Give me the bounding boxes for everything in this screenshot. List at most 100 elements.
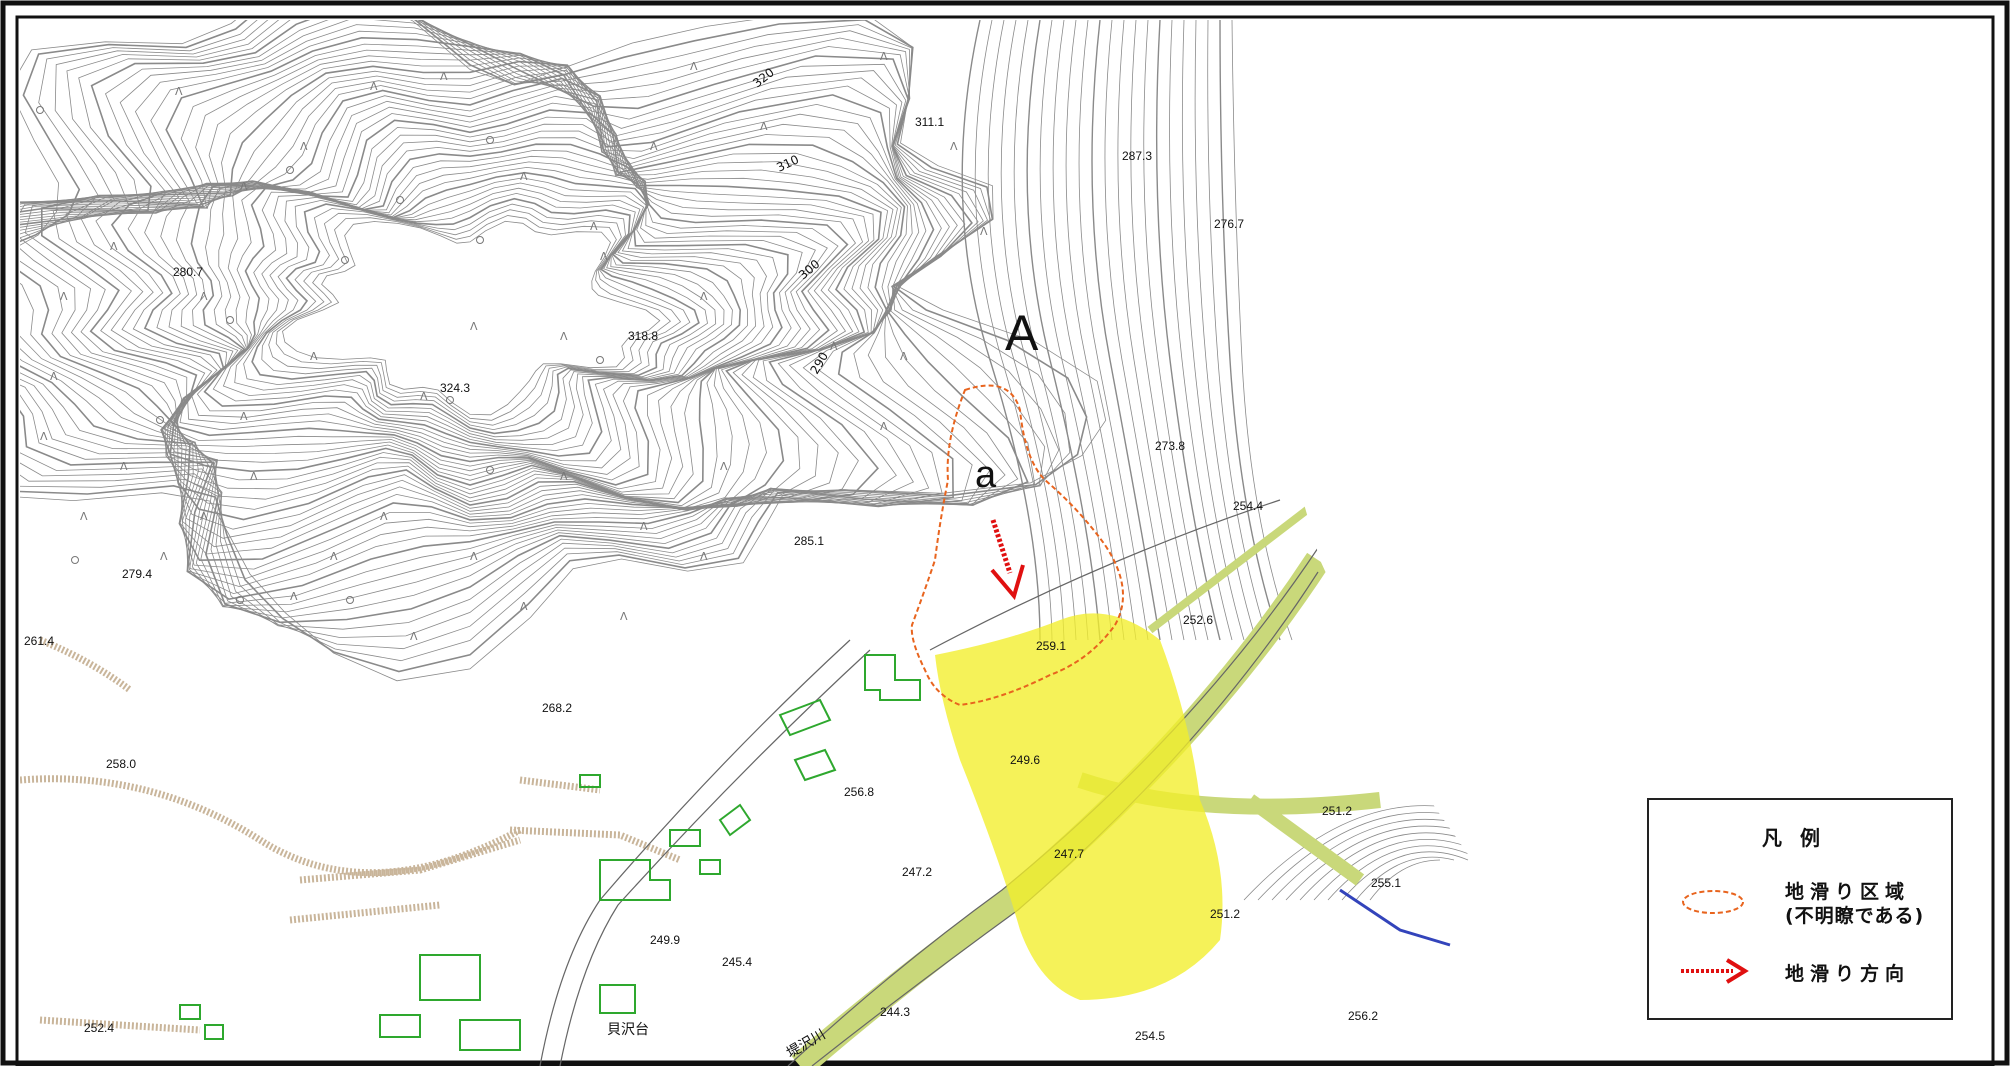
tree-symbol-icon: Λ — [50, 370, 58, 383]
tree-symbol-icon: Λ — [600, 250, 608, 263]
elevation-label: 261.4 — [24, 634, 54, 648]
hazard-zone — [935, 613, 1223, 1000]
broadleaf-symbol-icon — [36, 106, 44, 114]
elevation-label: 276.7 — [1214, 217, 1244, 231]
contour-line — [20, 20, 1046, 638]
contour-line — [1169, 20, 1233, 641]
tree-symbol-icon: Λ — [880, 50, 888, 63]
contour-line — [268, 209, 682, 426]
broadleaf-symbol-icon — [156, 416, 164, 424]
terrace-lines — [20, 636, 682, 1034]
tree-symbol-icon: Λ — [200, 290, 208, 303]
landslide-direction-symbol — [1681, 958, 1749, 984]
contour-line — [24, 73, 889, 530]
legend-row-direction: 地滑り方向 — [1649, 952, 1951, 992]
tree-symbol-icon: Λ — [60, 290, 68, 303]
map-symbols: ΛΛΛΛΛΛΛΛΛΛΛΛΛΛΛΛΛΛΛΛΛΛΛΛΛΛΛΛΛΛΛΛΛΛΛΛΛΛΛΛ… — [36, 50, 988, 643]
elevation-label: 279.4 — [122, 567, 152, 581]
contour-line — [1231, 20, 1293, 641]
contour-line — [20, 30, 973, 604]
broadleaf-symbol-icon — [486, 136, 494, 144]
contour-line — [20, 67, 898, 548]
contour-line — [1104, 20, 1173, 641]
elevation-label: 255.1 — [1371, 876, 1401, 890]
legend-title: 凡例 — [1762, 826, 1838, 850]
elevation-label: 258.0 — [106, 757, 136, 771]
legend-zone-text: 地滑り区域 — [1785, 881, 1911, 903]
elevation-label: 268.2 — [542, 701, 572, 715]
contour-line — [20, 49, 930, 588]
broadleaf-symbol-icon — [286, 166, 294, 174]
contour-line — [1013, 20, 1089, 641]
tree-symbol-icon: Λ — [640, 520, 648, 533]
tree-symbol-icon: Λ — [240, 410, 248, 423]
contour-line — [275, 215, 672, 421]
buildings — [179, 654, 921, 1051]
contour-line — [1039, 20, 1113, 641]
tree-symbol-icon: Λ — [440, 70, 448, 83]
contour-line — [20, 20, 1019, 619]
contour-line — [20, 54, 914, 579]
contour-line — [261, 203, 691, 431]
tree-symbol-icon: Λ — [330, 550, 338, 563]
elevation-label: 247.2 — [902, 865, 932, 879]
tree-symbol-icon: Λ — [980, 225, 988, 238]
contour-label: 310 — [774, 152, 801, 174]
contour-line — [1369, 859, 1441, 901]
broadleaf-symbol-icon — [346, 596, 354, 604]
contour-line — [20, 20, 1107, 682]
tree-symbol-icon: Λ — [760, 120, 768, 133]
contour-line — [212, 177, 733, 452]
inner-frame — [15, 15, 1995, 1066]
tree-symbol-icon: Λ — [110, 240, 118, 253]
contour-line — [222, 182, 725, 446]
contour-line — [1243, 805, 1500, 901]
stream — [1339, 888, 1451, 947]
contour-line — [20, 36, 954, 601]
contour-line — [65, 89, 870, 510]
tree-symbol-icon: Λ — [520, 170, 528, 183]
contour-line — [1355, 856, 1455, 901]
broadleaf-symbol-icon — [71, 556, 79, 564]
tree-symbol-icon: Λ — [690, 60, 698, 73]
tree-symbol-icon: Λ — [290, 590, 298, 603]
contour-line — [20, 20, 1071, 662]
contour-line — [127, 116, 839, 500]
contour-line — [1271, 818, 1500, 901]
contour-line — [1117, 20, 1185, 641]
contour-line — [1078, 20, 1149, 641]
tree-symbol-icon: Λ — [420, 390, 428, 403]
contour-line — [191, 161, 757, 469]
contour-lines — [20, 20, 1500, 901]
contour-line — [1065, 20, 1137, 641]
contour-line — [20, 20, 1029, 624]
tree-symbol-icon: Λ — [300, 140, 308, 153]
tree-symbol-icon: Λ — [175, 85, 183, 98]
contour-line — [1181, 20, 1245, 641]
contour-line — [20, 20, 1036, 630]
contour-line — [171, 143, 789, 486]
tree-symbol-icon: Λ — [80, 510, 88, 523]
tree-symbol-icon: Λ — [470, 550, 478, 563]
contour-line — [110, 109, 849, 504]
elevation-label: 273.8 — [1155, 439, 1185, 453]
elevation-label: 256.2 — [1348, 1009, 1378, 1023]
contour-label: 290 — [807, 350, 831, 377]
contour-line — [20, 24, 991, 607]
contour-line — [20, 43, 943, 595]
legend-zone-note: (不明瞭である) — [1785, 905, 1925, 927]
tree-symbol-icon: Λ — [590, 220, 598, 233]
contour-line — [95, 102, 857, 507]
contour-line — [1327, 845, 1483, 901]
tree-symbol-icon: Λ — [950, 140, 958, 153]
elevation-label: 251.2 — [1322, 804, 1352, 818]
elevation-label: 311.1 — [915, 115, 944, 129]
elevation-label: 256.8 — [844, 785, 874, 799]
contour-line — [1257, 812, 1500, 901]
elevation-labels: 311.1 287.3 276.7 280.7 318.8 324.3 273.… — [24, 115, 1401, 1043]
contour-line — [1155, 20, 1221, 641]
tree-symbol-icon: Λ — [370, 80, 378, 93]
tree-symbol-icon: Λ — [830, 340, 838, 353]
